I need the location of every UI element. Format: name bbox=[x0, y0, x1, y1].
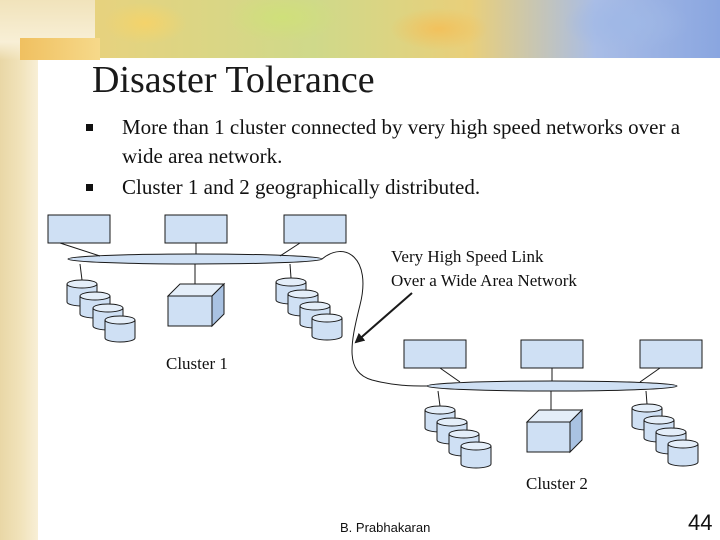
cluster1-disk-array bbox=[275, 263, 343, 341]
link-pointer-arrow bbox=[354, 292, 413, 344]
disk-icon bbox=[667, 439, 699, 467]
cluster1-network-bus bbox=[67, 253, 323, 265]
slide-title: Disaster Tolerance bbox=[92, 59, 375, 101]
cluster1-disk-array bbox=[66, 263, 136, 343]
cluster2-server bbox=[525, 391, 584, 454]
wan-link-curve bbox=[321, 251, 431, 387]
bullet-square-icon bbox=[86, 124, 93, 131]
cluster2-workstation bbox=[639, 339, 703, 383]
cluster2-network-bus bbox=[426, 380, 678, 392]
disk-icon bbox=[460, 441, 492, 469]
decorative-banner bbox=[95, 0, 720, 58]
cluster2-disk-array bbox=[424, 390, 492, 469]
cluster2-workstation bbox=[403, 339, 467, 383]
bullet-list: More than 1 cluster connected by very hi… bbox=[82, 113, 702, 204]
bullet-text: More than 1 cluster connected by very hi… bbox=[122, 115, 681, 168]
cluster2-disk-array bbox=[631, 390, 699, 467]
cluster1-workstation bbox=[279, 214, 347, 257]
disk-icon bbox=[104, 315, 136, 343]
bullet-item: Cluster 1 and 2 geographically distribut… bbox=[82, 173, 702, 202]
parchment-border bbox=[0, 0, 38, 540]
cluster1-workstation bbox=[164, 214, 228, 254]
link-label-line: Over a Wide Area Network bbox=[391, 271, 577, 290]
bullet-text: Cluster 1 and 2 geographically distribut… bbox=[122, 175, 481, 199]
link-label: Very High Speed Link Over a Wide Area Ne… bbox=[391, 245, 577, 293]
disk-icon bbox=[311, 313, 343, 341]
footer-author: B. Prabhakaran bbox=[340, 520, 431, 535]
cluster1-label: Cluster 1 bbox=[166, 354, 228, 373]
decorative-strip bbox=[20, 38, 100, 60]
bullet-item: More than 1 cluster connected by very hi… bbox=[82, 113, 702, 171]
cluster1-server bbox=[166, 264, 226, 328]
cluster1-workstation bbox=[47, 214, 111, 257]
bullet-square-icon bbox=[86, 184, 93, 191]
cluster2-workstation bbox=[520, 339, 584, 381]
link-label-line: Very High Speed Link bbox=[391, 247, 544, 266]
cluster2-label: Cluster 2 bbox=[526, 474, 588, 493]
page-number: 44 bbox=[688, 510, 713, 535]
